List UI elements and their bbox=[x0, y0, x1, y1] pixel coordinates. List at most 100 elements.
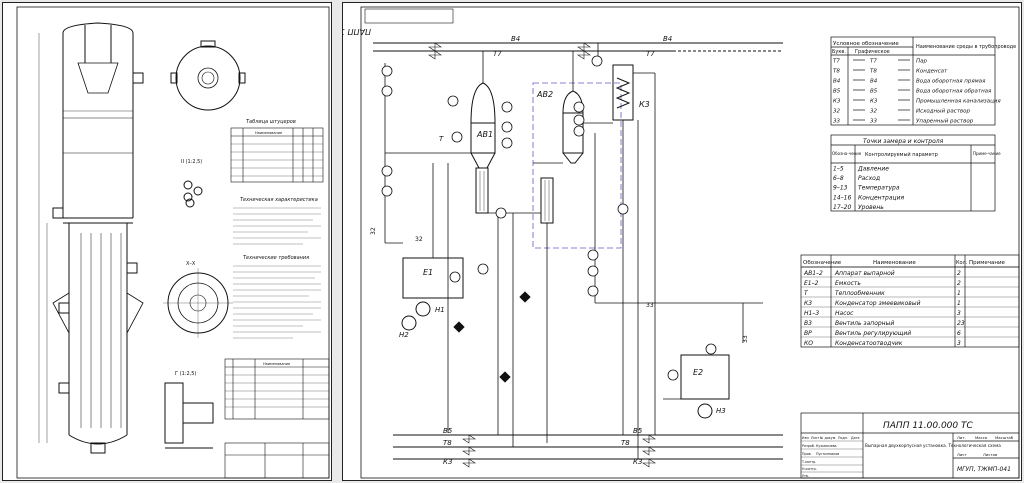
equipment-qty: 1 bbox=[957, 300, 961, 307]
pipe-legend-name: Исходный раствор bbox=[916, 109, 971, 115]
equipment-code: К3 bbox=[804, 300, 812, 307]
tech-req-lines bbox=[233, 265, 321, 339]
control-points-col3: Приме-чание bbox=[973, 151, 1001, 156]
label-h3: Н3 bbox=[716, 407, 726, 415]
equipment-name: Вентиль регулирующий bbox=[835, 330, 911, 337]
equipment-name: Насос bbox=[835, 310, 854, 317]
title-scale: Масштаб bbox=[995, 435, 1014, 440]
equipment-col1: Обозначение bbox=[803, 260, 842, 266]
equipment-qty: 3 bbox=[957, 340, 961, 347]
control-point-param: Уровень bbox=[858, 204, 884, 211]
pipe-legend-name: Упаренный раствор bbox=[916, 119, 974, 125]
equipment-col2: Наименование bbox=[873, 260, 916, 266]
pumps bbox=[401, 301, 713, 419]
condenser-k3 bbox=[612, 64, 634, 121]
control-point-code: 14–16 bbox=[833, 194, 851, 201]
tb-ndoc: № докум. bbox=[820, 436, 836, 440]
control-point-param: Расход bbox=[858, 175, 880, 182]
control-point-param: Давление bbox=[857, 166, 889, 173]
equipment-code: В3 bbox=[804, 320, 812, 327]
spec-header: Наименование bbox=[263, 362, 290, 366]
mirror-stamp: ПАПП 11.00.000 ТС bbox=[343, 27, 371, 36]
title-sheets: Листов bbox=[983, 452, 998, 457]
pipe-t8-label: Т8 bbox=[443, 439, 452, 447]
label-h1: Н1 bbox=[435, 306, 445, 314]
valves bbox=[428, 42, 656, 468]
title-sheet: Лист bbox=[957, 452, 967, 457]
tb-data: Дата bbox=[851, 436, 860, 440]
pipe-33b-label: 33 bbox=[742, 335, 749, 343]
evaporator-ab1 bbox=[470, 82, 496, 214]
pipe-b4-label: В4 bbox=[511, 35, 520, 43]
top-pipelines bbox=[373, 42, 783, 52]
equipment-qty: 6 bbox=[957, 330, 961, 337]
tech-scheme-sheet: ПАПП 11.00.000 ТС В4 Т7 В4 Т7 В5 Т8 К3 В… bbox=[342, 2, 1022, 481]
control-point-code: 6–8 bbox=[833, 175, 844, 182]
mirror-stamp-box bbox=[364, 8, 454, 24]
tech-text-lines bbox=[233, 207, 321, 245]
pipe-legend-col1b: Графическое bbox=[855, 49, 890, 55]
title-description: Выпарная двухкорпусная установка. Технол… bbox=[865, 443, 1001, 448]
pipe-33-label: 33 bbox=[646, 302, 654, 309]
control-point-code: 17–20 bbox=[833, 204, 851, 211]
tb-izm: Изм bbox=[802, 436, 809, 440]
pipe-legend-graphic-code: 33 bbox=[870, 119, 877, 125]
tech-req-title: Технические требования bbox=[243, 255, 309, 261]
tb-author1: Кузьмичева bbox=[816, 444, 837, 448]
pipe-k3-label-r: К3 bbox=[633, 458, 642, 466]
control-point-param: Концентрация bbox=[858, 194, 905, 201]
pipe-legend-code: К3 bbox=[833, 99, 841, 105]
pipe-legend-name: Пар bbox=[916, 59, 928, 65]
equipment-name: Теплообменник bbox=[835, 290, 885, 297]
equipment-code: Е1–2 bbox=[804, 280, 819, 287]
equipment-name: Аппарат выпарной bbox=[834, 270, 895, 277]
title-block bbox=[800, 412, 1020, 479]
pipe-legend-code: В5 bbox=[833, 89, 841, 95]
detail-ii bbox=[183, 180, 203, 208]
equipment-qty: 1 bbox=[957, 290, 961, 297]
inner-frame bbox=[360, 6, 1020, 479]
control-points-title: Точки замера и контроля bbox=[863, 138, 944, 145]
tb-prov: Пров. bbox=[802, 452, 812, 456]
label-t: Т bbox=[439, 135, 444, 143]
equipment-name: Емкость bbox=[835, 280, 861, 287]
ab2-boundary bbox=[532, 82, 622, 249]
control-point-code: 1–5 bbox=[833, 166, 844, 173]
pipe-legend-graphic-code: 32 bbox=[870, 109, 877, 115]
pipe-legend-name: Промышленная канализация bbox=[916, 99, 1001, 105]
column-vessel bbox=[38, 22, 144, 454]
label-h2: Н2 bbox=[399, 331, 409, 339]
section-g bbox=[164, 382, 214, 449]
label-e2: Е2 bbox=[693, 368, 703, 377]
tb-list: Лист bbox=[811, 436, 819, 440]
control-point-param: Температура bbox=[858, 185, 900, 192]
pipe-legend-col1a: Букв. bbox=[832, 49, 846, 55]
label-ab1: АВ1 bbox=[476, 130, 493, 139]
pipe-32-label: 32 bbox=[370, 227, 377, 235]
assembly-drawing: Таблица штуцеров Наименование II (1:2,5)… bbox=[16, 6, 330, 479]
equipment-col4: Примечание bbox=[969, 260, 1006, 266]
tech-title: Техническая характеристика bbox=[240, 197, 318, 203]
instrument-bubbles bbox=[381, 55, 717, 381]
assembly-drawing-sheet: Таблица штуцеров Наименование II (1:2,5)… bbox=[2, 2, 332, 481]
left-title-block bbox=[224, 442, 330, 479]
tb-author2: Пустынников bbox=[816, 452, 839, 456]
title-code: ПАПП 11.00.000 ТС bbox=[883, 421, 973, 431]
label-ab2: АВ2 bbox=[536, 90, 553, 99]
pipe-t7-label: Т7 bbox=[493, 50, 502, 58]
tb-utv: Утв. bbox=[802, 474, 809, 478]
nozzle-table-header: Наименование bbox=[255, 131, 282, 135]
tb-podp: Подп. bbox=[838, 436, 848, 440]
section-xx-label: X–X bbox=[186, 261, 196, 267]
section-xx bbox=[163, 268, 233, 338]
pipe-legend-name: Вода оборотная обратная bbox=[916, 89, 992, 95]
equipment-code: ВР bbox=[804, 330, 812, 337]
control-points-col2: Контролируемый параметр bbox=[865, 151, 938, 158]
pipe-legend-code: Т8 bbox=[833, 69, 840, 75]
section-g-label: Г (1:2,5) bbox=[175, 371, 196, 377]
pipe-legend-code: Т7 bbox=[833, 59, 840, 65]
pipe-t7-label-right: Т7 bbox=[646, 50, 655, 58]
equipment-col3: Кол. bbox=[956, 260, 968, 266]
tb-razrab: Разраб. bbox=[802, 444, 815, 448]
